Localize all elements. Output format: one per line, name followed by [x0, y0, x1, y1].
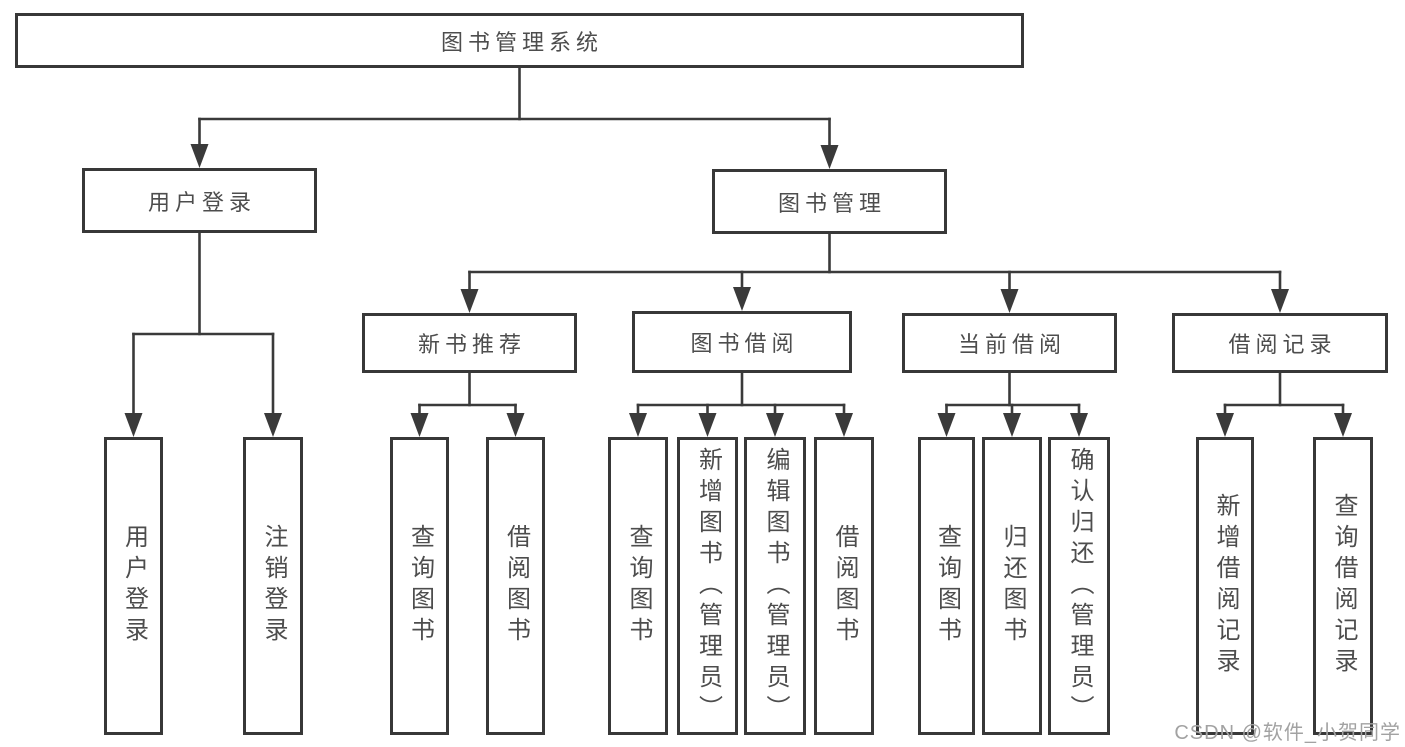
arrowhead-icon — [1271, 289, 1289, 313]
node-borrowing-records: 借阅记录 — [1172, 313, 1388, 373]
node-leaf-confirm-return: 确认归还（管理员） — [1048, 437, 1110, 735]
arrowhead-icon — [1216, 413, 1234, 437]
node-current-borrowing: 当前借阅 — [902, 313, 1117, 373]
node-leaf-query-books-3: 查询图书 — [918, 437, 975, 735]
arrowhead-icon — [1000, 289, 1019, 313]
node-leaf-logout: 注销登录 — [243, 437, 303, 735]
node-leaf-edit-books: 编辑图书（管理员） — [744, 437, 806, 735]
arrowhead-icon — [460, 289, 479, 313]
node-user-login: 用户登录 — [82, 168, 317, 233]
node-leaf-query-borrow-record: 查询借阅记录 — [1313, 437, 1373, 735]
node-new-book-recommend: 新书推荐 — [362, 313, 577, 373]
arrowhead-icon — [733, 287, 751, 311]
arrowhead-icon — [698, 413, 717, 437]
arrowhead-icon — [820, 145, 839, 169]
node-leaf-return-books: 归还图书 — [982, 437, 1042, 735]
arrowhead-icon — [410, 413, 429, 437]
node-library-system: 图书管理系统 — [15, 13, 1024, 68]
node-leaf-borrow-books-2: 借阅图书 — [814, 437, 874, 735]
arrowhead-icon — [1334, 413, 1352, 437]
watermark: CSDN @软件_小贺同学 — [1174, 722, 1401, 744]
node-leaf-add-borrow-record: 新增借阅记录 — [1196, 437, 1254, 735]
arrowhead-icon — [937, 413, 956, 437]
arrowhead-icon — [190, 144, 209, 168]
node-leaf-borrow-books-1: 借阅图书 — [486, 437, 545, 735]
arrowhead-icon — [766, 413, 784, 437]
node-book-borrowing: 图书借阅 — [632, 311, 852, 373]
arrowhead-icon — [1003, 413, 1021, 437]
node-leaf-add-books: 新增图书（管理员） — [677, 437, 738, 735]
node-leaf-query-books-2: 查询图书 — [608, 437, 668, 735]
node-leaf-query-books-1: 查询图书 — [390, 437, 449, 735]
arrowhead-icon — [124, 413, 143, 437]
arrowhead-icon — [264, 413, 282, 437]
node-leaf-user-login: 用户登录 — [104, 437, 163, 735]
arrowhead-icon — [835, 413, 853, 437]
node-book-management: 图书管理 — [712, 169, 947, 234]
arrowhead-icon — [1070, 413, 1088, 437]
arrowhead-icon — [506, 413, 525, 437]
arrowhead-icon — [629, 413, 647, 437]
